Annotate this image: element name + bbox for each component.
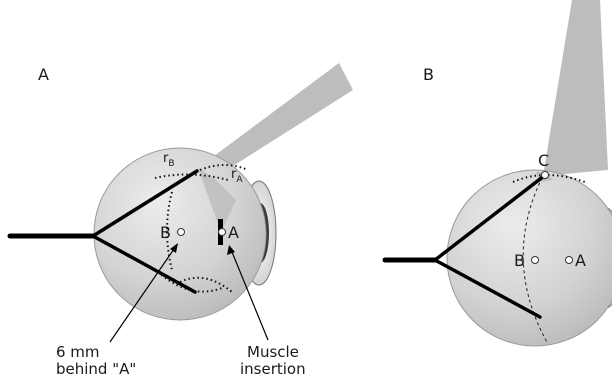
radius-a-label: rA [231,167,243,185]
point-a-b [565,256,573,264]
muscle-band [198,63,353,178]
panel-b: B C B A [382,0,612,347]
point-a-label-b: A [575,251,586,270]
point-b-b [531,256,539,264]
eyeball-b [446,169,612,347]
point-b-label-b: B [514,251,525,270]
point-c-b [541,171,549,179]
annotation-muscle-line1: Muscle [247,343,299,361]
muscle-band-b [543,0,608,176]
muscle-band-front [198,168,236,232]
point-a-a [218,228,226,236]
radius-b-label: rB [163,151,175,169]
panel-b-label: B [423,65,434,84]
lower-force-line [91,234,197,294]
annotation-behind-a-line2: behind "A" [56,360,136,378]
upper-force-line-b [433,174,546,262]
lower-force-line-b [433,258,542,319]
panel-a: A B A rB [7,63,353,378]
annotation-arrows [109,243,269,343]
rotation-arcs [154,164,249,293]
point-b-label: B [160,223,171,242]
annotation-behind-a-line1: 6 mm [56,343,100,361]
annotation-muscle-line2: insertion [240,360,306,378]
point-c-label: C [538,151,549,170]
equator-arc [522,171,549,345]
point-b-a [177,228,185,236]
panel-a-label: A [38,65,49,84]
point-a-label: A [228,223,239,242]
upper-force-line [91,169,199,238]
